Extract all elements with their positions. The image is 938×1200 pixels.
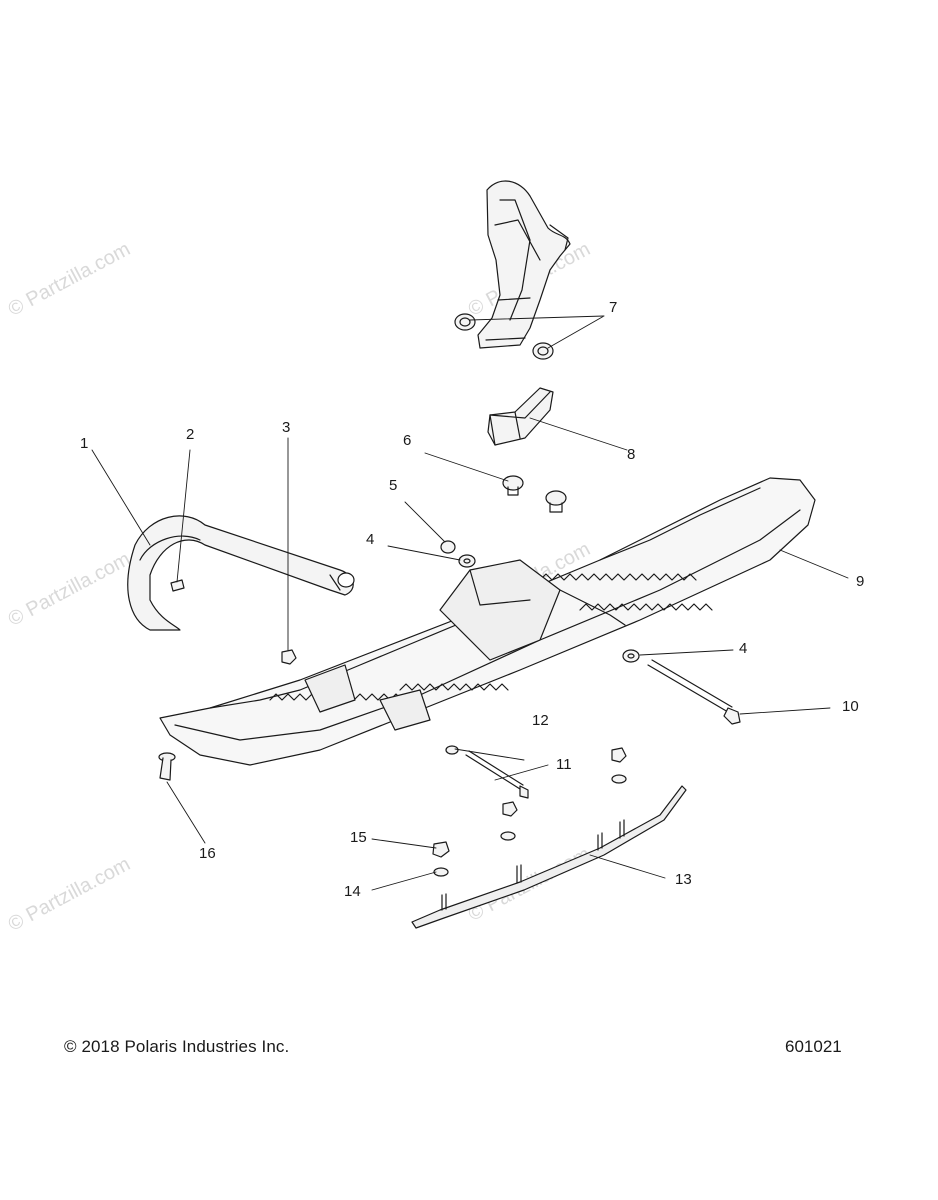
wear-bar-part (411, 785, 687, 929)
callout-7: 7 (609, 299, 618, 316)
callout-4: 4 (366, 531, 375, 548)
washer-part (440, 540, 640, 663)
callout-5: 5 (389, 477, 398, 494)
wear-bar-nut-part (432, 747, 627, 877)
bumper-part (487, 387, 554, 446)
through-bolt-part (647, 659, 741, 725)
bushing-part (454, 313, 554, 360)
callout-13: 13 (675, 871, 692, 888)
callout-8: 8 (627, 446, 636, 463)
pivot-bolt-part (502, 475, 567, 513)
callout-2: 2 (186, 426, 195, 443)
callout-9: 9 (856, 573, 865, 590)
spindle-part (477, 180, 571, 349)
ski-body-part (159, 477, 816, 766)
callout-11: 11 (556, 756, 572, 773)
diagram-number: 601021 (785, 1037, 842, 1056)
callout-16: 16 (199, 845, 216, 862)
rivet-part (158, 752, 176, 781)
callout-4: 4 (739, 640, 748, 657)
callout-15: 15 (350, 829, 367, 846)
copyright-text: © 2018 Polaris Industries Inc. (64, 1037, 290, 1056)
leader-lines (91, 315, 849, 891)
nut-part (281, 649, 297, 665)
short-bolt-part (445, 745, 529, 799)
callout-10: 10 (842, 698, 859, 715)
callout-14: 14 (344, 883, 361, 900)
callout-6: 6 (403, 432, 412, 449)
clip-part (170, 579, 185, 592)
ski-loop-part (127, 515, 355, 631)
callout-1: 1 (80, 435, 89, 452)
callout-3: 3 (282, 419, 291, 436)
callout-12: 12 (532, 712, 549, 729)
